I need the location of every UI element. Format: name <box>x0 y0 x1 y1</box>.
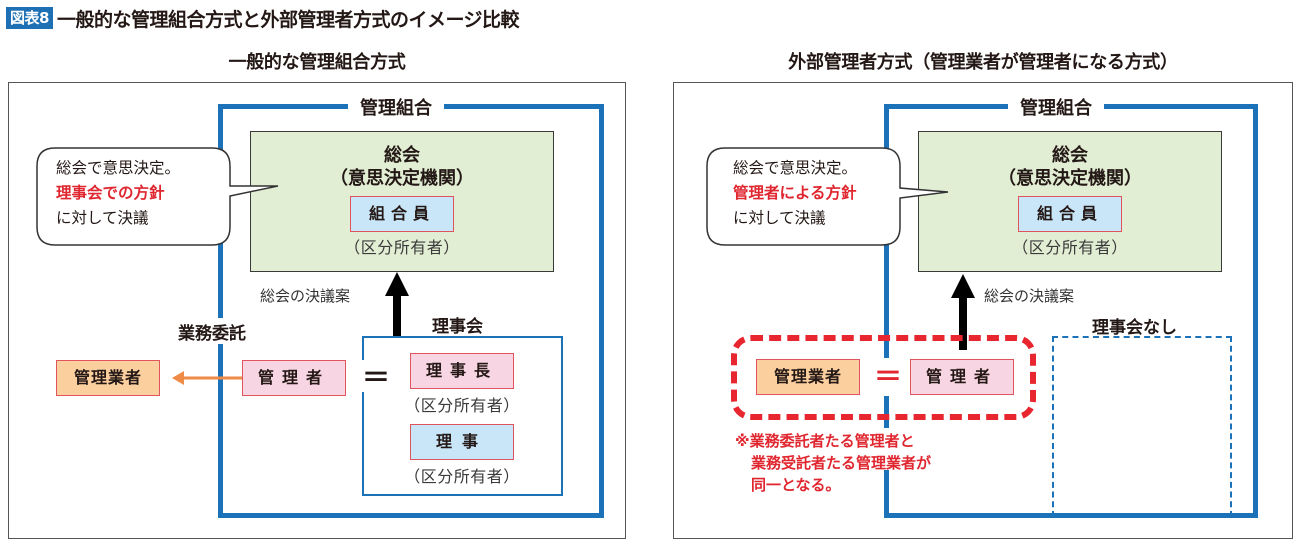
right-assembly-box: 総会 （意思決定機関） 組合員 （区分所有者） <box>918 131 1222 272</box>
left-delegation-arrow <box>172 371 244 385</box>
left-union-label: 管理組合 <box>348 98 444 120</box>
left-member-box: 組合員 <box>350 196 454 232</box>
right-manager-box: 管理者 <box>910 359 1014 395</box>
left-assembly-box: 総会 （意思決定機関） 組合員 （区分所有者） <box>250 131 554 272</box>
right-member-sub: （区分所有者） <box>1012 238 1128 257</box>
left-director-sub: （区分所有者） <box>404 467 520 486</box>
left-bubble-line1: 総会で意思決定。 <box>56 159 181 177</box>
left-resolution-arrow <box>385 272 409 350</box>
right-assembly-title: 総会 <box>1052 145 1088 166</box>
left-assembly-subtitle: （意思決定機関） <box>330 168 474 189</box>
left-bubble-line2: 理事会での方針 <box>56 184 165 202</box>
left-chairman-box: 理事長 <box>410 353 514 389</box>
left-bubble-line3: に対して決議 <box>56 209 149 227</box>
left-director-box: 理事 <box>410 424 514 460</box>
left-chairman-sub: （区分所有者） <box>404 396 520 415</box>
left-outsourcing-label: 業務委託 <box>178 324 246 344</box>
right-note: ※業務委託者たる管理者と 業務受託者たる管理業者が 同一となる。 <box>735 430 931 496</box>
left-manager-box: 管理者 <box>242 360 346 396</box>
right-frame-gap <box>880 358 892 396</box>
right-resolution-label: 総会の決議案 <box>984 287 1075 305</box>
right-resolution-arrow <box>951 274 975 350</box>
right-union-label: 管理組合 <box>1008 98 1104 120</box>
right-assembly-subtitle: （意思決定機関） <box>998 168 1142 189</box>
left-board-title: 理事会 <box>432 317 483 337</box>
left-bubble-shape <box>36 147 279 246</box>
right-no-board-frame <box>1052 336 1232 517</box>
right-equals-sign: ＝ <box>874 360 903 393</box>
left-assembly-title: 総会 <box>384 145 420 166</box>
right-no-board-label: 理事会なし <box>1092 318 1177 338</box>
right-member-box: 組合員 <box>1018 196 1122 232</box>
left-management-company-box: 管理業者 <box>56 360 160 396</box>
left-bubble-text: 総会で意思決定。 理事会での方針 に対して決議 <box>56 156 180 231</box>
right-bubble-line2: 管理者による方針 <box>733 184 857 202</box>
right-note-line3: 同一となる。 <box>751 476 841 494</box>
right-panel-title: 外部管理者方式（管理業者が管理者になる方式） <box>788 52 1178 73</box>
figure-header: 図表8 一般的な管理組合方式と外部管理者方式のイメージ比較 <box>6 6 520 31</box>
right-identity-group <box>731 335 1036 420</box>
right-note-line1: ※業務委託者たる管理者と <box>735 432 915 450</box>
left-equals-sign: ＝ <box>362 361 391 394</box>
left-frame-gap <box>214 318 228 344</box>
figure-badge: 図表8 <box>6 7 53 29</box>
right-note-line2: 業務受託者たる管理業者が <box>751 454 932 472</box>
left-board-gap <box>358 360 368 392</box>
right-bubble-text: 総会で意思決定。 管理者による方針 に対して決議 <box>733 156 857 231</box>
left-resolution-label: 総会の決議案 <box>260 287 351 305</box>
right-management-company-box: 管理業者 <box>756 359 860 395</box>
right-bubble-line1: 総会で意思決定。 <box>733 159 858 177</box>
left-member-sub: （区分所有者） <box>344 238 460 257</box>
figure-title: 一般的な管理組合方式と外部管理者方式のイメージ比較 <box>56 8 520 31</box>
right-bubble-line3: に対して決議 <box>733 209 826 227</box>
left-panel-title: 一般的な管理組合方式 <box>228 52 406 73</box>
right-bubble-shape <box>706 147 949 246</box>
right-note-gap <box>880 428 892 470</box>
